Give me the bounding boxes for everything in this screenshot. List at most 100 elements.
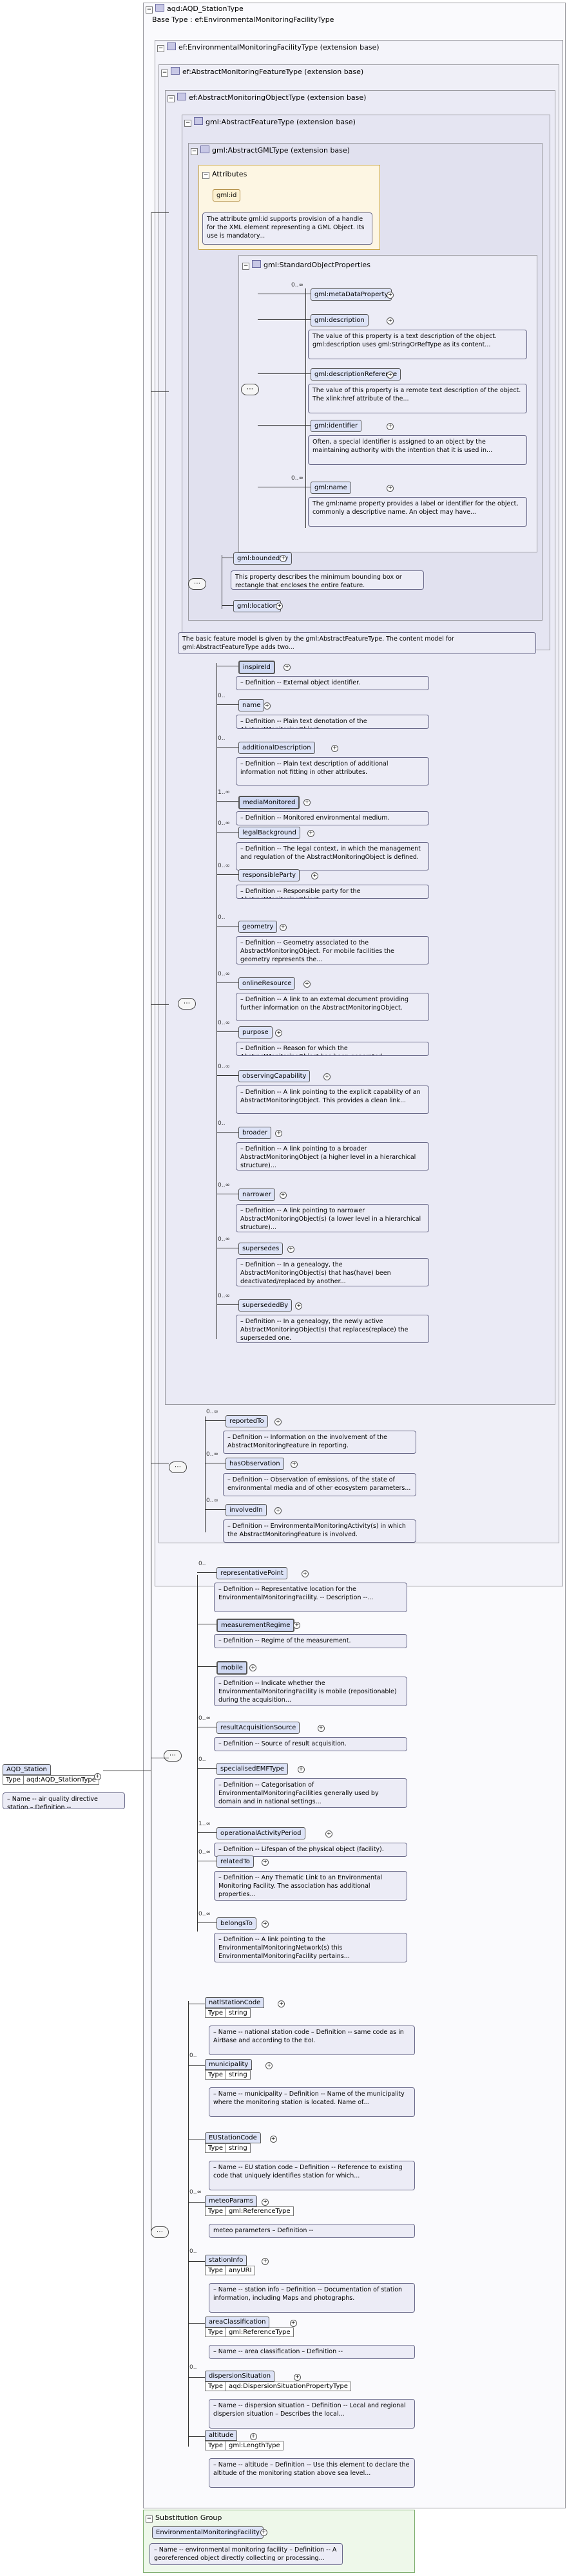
- amf-element[interactable]: reportedTo: [226, 1415, 268, 1427]
- expand-icon[interactable]: +: [307, 830, 314, 837]
- emf-element[interactable]: resultAcquisitionSource: [216, 1722, 300, 1734]
- expand-icon[interactable]: +: [249, 2433, 257, 2440]
- expand-icon[interactable]: +: [331, 745, 339, 752]
- amo-element[interactable]: additionalDescription: [238, 742, 315, 754]
- std-prop-element[interactable]: gml:identifier: [311, 420, 362, 432]
- expand-icon[interactable]: +: [276, 603, 283, 610]
- amo-element[interactable]: broader: [238, 1127, 272, 1139]
- expand-icon[interactable]: +: [262, 2258, 269, 2265]
- amo-element[interactable]: supersedes: [238, 1243, 284, 1255]
- expand-icon[interactable]: +: [274, 1418, 282, 1425]
- amo-element[interactable]: observingCapability: [238, 1070, 311, 1082]
- expand-icon[interactable]: +: [303, 799, 311, 806]
- expand-icon[interactable]: +: [295, 1302, 303, 1310]
- expand-icon[interactable]: +: [275, 1029, 283, 1037]
- expand-icon[interactable]: +: [293, 1622, 301, 1629]
- expand-icon[interactable]: +: [278, 2000, 285, 2007]
- expand-icon[interactable]: +: [262, 2199, 269, 2206]
- aqd-element-name[interactable]: meteoParams: [205, 2195, 257, 2206]
- attribute-id[interactable]: gml:id: [213, 189, 241, 202]
- expand-icon[interactable]: +: [94, 1773, 101, 1780]
- expand-icon[interactable]: +: [387, 292, 394, 299]
- amf-element[interactable]: hasObservation: [226, 1458, 284, 1470]
- emf-element[interactable]: representativePoint: [216, 1567, 287, 1579]
- expand-icon[interactable]: +: [289, 2320, 297, 2327]
- emf-element[interactable]: specialisedEMFType: [216, 1763, 288, 1775]
- documentation-box: – Definition -- Observation of emissions…: [223, 1473, 416, 1496]
- connector-line: [216, 1132, 238, 1133]
- amo-element[interactable]: geometry: [238, 921, 278, 933]
- location-element[interactable]: gml:location: [233, 600, 281, 612]
- expand-icon[interactable]: +: [265, 2062, 273, 2069]
- expand-icon[interactable]: +: [275, 1130, 283, 1137]
- expand-icon[interactable]: +: [261, 1859, 269, 1866]
- bounded-by-element[interactable]: gml:boundedBy: [233, 552, 293, 565]
- expand-icon[interactable]: +: [387, 371, 394, 379]
- std-prop-element[interactable]: gml:descriptionReference: [311, 368, 401, 381]
- amo-element[interactable]: mediaMonitored: [238, 796, 300, 809]
- expand-icon[interactable]: +: [260, 2529, 267, 2536]
- expand-icon[interactable]: +: [317, 1725, 325, 1732]
- amo-element[interactable]: purpose: [238, 1026, 273, 1039]
- expand-icon[interactable]: +: [290, 1461, 298, 1468]
- expand-icon[interactable]: +: [269, 2136, 277, 2143]
- expand-icon[interactable]: +: [279, 924, 287, 931]
- aqd-element-name[interactable]: dispersionSituation: [205, 2371, 275, 2382]
- amo-element[interactable]: supersededBy: [238, 1299, 293, 1312]
- amo-element[interactable]: inspireId: [238, 661, 275, 674]
- std-prop-element[interactable]: gml:name: [311, 482, 351, 494]
- aqd-element-name[interactable]: natlStationCode: [205, 1997, 265, 2008]
- aqd-element-name[interactable]: areaClassification: [205, 2317, 270, 2327]
- expand-icon[interactable]: +: [249, 1664, 257, 1671]
- expand-icon[interactable]: +: [283, 664, 291, 671]
- expand-icon[interactable]: +: [323, 1073, 331, 1080]
- amo-element[interactable]: onlineResource: [238, 977, 296, 990]
- expand-icon[interactable]: +: [303, 981, 311, 988]
- connector-line: [258, 373, 311, 374]
- aqd-element-name[interactable]: altitude: [205, 2430, 238, 2441]
- aqd-element-name[interactable]: stationInfo: [205, 2255, 247, 2266]
- expand-icon[interactable]: +: [261, 1921, 269, 1928]
- expand-icon[interactable]: +: [280, 555, 287, 562]
- expand-icon[interactable]: +: [287, 1246, 294, 1253]
- emf-element[interactable]: measurementRegime: [216, 1619, 295, 1632]
- expand-icon[interactable]: +: [325, 1830, 332, 1838]
- expand-icon[interactable]: +: [387, 317, 394, 324]
- std-prop-element[interactable]: gml:description: [311, 314, 369, 326]
- station-name[interactable]: AQD_Station: [3, 1764, 51, 1775]
- expand-icon[interactable]: +: [301, 1570, 309, 1577]
- std-prop-element[interactable]: gml:metaDataProperty: [311, 288, 392, 301]
- aqd-element-name[interactable]: EUStationCode: [205, 2132, 261, 2143]
- expand-icon[interactable]: +: [311, 872, 319, 879]
- emf-element[interactable]: mobile: [216, 1661, 247, 1675]
- documentation-box: – Definition -- A link pointing to a bro…: [236, 1142, 429, 1170]
- expand-icon[interactable]: +: [279, 1192, 287, 1199]
- aqd-element-name[interactable]: municipality: [205, 2059, 253, 2070]
- amf-element[interactable]: involvedIn: [226, 1504, 267, 1516]
- emf-element[interactable]: relatedTo: [216, 1856, 254, 1868]
- expand-icon[interactable]: +: [274, 1507, 282, 1514]
- amo-element[interactable]: responsibleParty: [238, 869, 300, 881]
- documentation-box: – Definition -- Any Thematic Link to an …: [214, 1871, 407, 1901]
- expand-icon[interactable]: +: [293, 2374, 301, 2381]
- expand-icon[interactable]: +: [387, 423, 394, 430]
- emf-element[interactable]: belongsTo: [216, 1917, 256, 1930]
- expand-icon[interactable]: +: [263, 702, 271, 710]
- amo-element[interactable]: name: [238, 699, 265, 711]
- substitution-element[interactable]: EnvironmentalMonitoringFacility: [152, 2526, 264, 2539]
- emf-element[interactable]: operationalActivityPeriod: [216, 1827, 305, 1839]
- expand-icon[interactable]: +: [297, 1766, 305, 1773]
- expand-icon[interactable]: +: [387, 485, 394, 492]
- extension-base-header: −ef:EnvironmentalMonitoringFacilityType …: [157, 42, 380, 52]
- amo-element[interactable]: narrower: [238, 1189, 275, 1201]
- amo-element[interactable]: legalBackground: [238, 827, 300, 839]
